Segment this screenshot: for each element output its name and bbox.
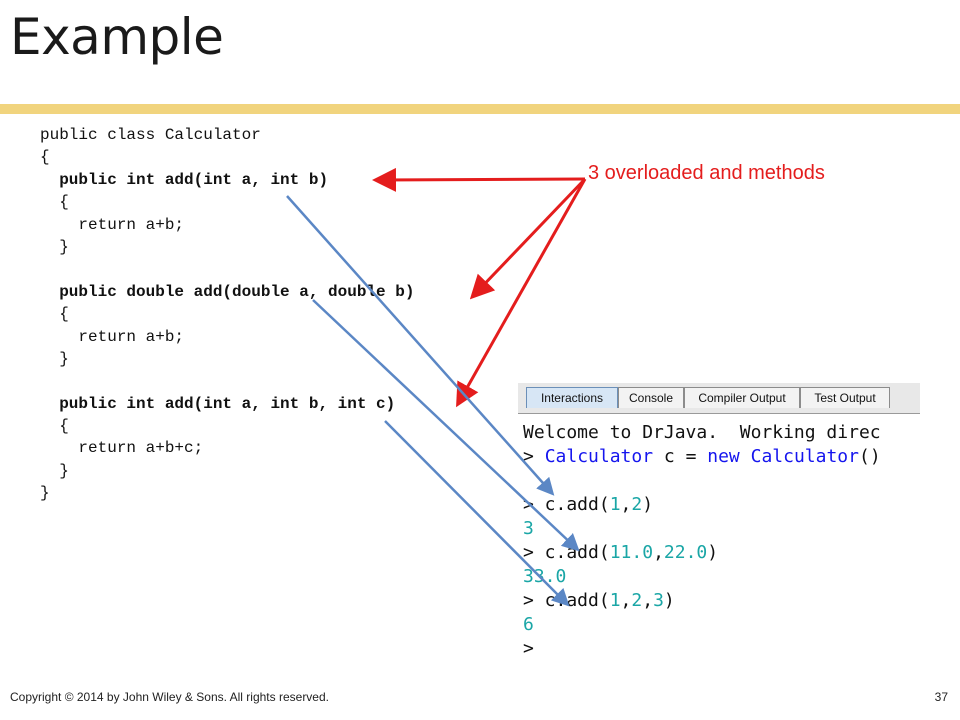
title-accent-bar <box>0 104 960 114</box>
console-token: > c.add( <box>523 494 610 515</box>
console-token: 1 <box>609 494 621 515</box>
code-line: } <box>40 349 69 368</box>
console-token: 2 <box>631 590 643 611</box>
console-output[interactable]: Welcome to DrJava. Working direc> Calcul… <box>523 421 881 661</box>
code-line <box>40 370 414 392</box>
console-line: > c.add(1,2) <box>523 493 881 517</box>
console-line: 6 <box>523 613 881 637</box>
code-line: } <box>40 461 69 480</box>
code-line: return a+b; <box>40 327 185 346</box>
code-listing: public class Calculator { public int add(… <box>40 124 414 505</box>
console-token: ) <box>642 494 654 515</box>
console-line: > c.add(1,2,3) <box>523 589 881 613</box>
code-line: { <box>40 193 69 212</box>
console-line: 3 <box>523 517 881 541</box>
red-arrow-to-method-3 <box>456 178 587 408</box>
code-line: public double add(double a, double b) <box>40 282 415 301</box>
code-line: return a+b; <box>40 215 185 234</box>
red-arrow-to-method-2 <box>469 177 587 300</box>
console-token: 33.0 <box>523 566 567 587</box>
copyright-notice: Copyright © 2014 by John Wiley & Sons. A… <box>10 690 329 704</box>
console-token: 3 <box>653 590 664 611</box>
console-token: 1 <box>609 590 621 611</box>
console-line: 33.0 <box>523 565 881 589</box>
console-line: Welcome to DrJava. Working direc <box>523 421 881 445</box>
console-token: , <box>642 590 654 611</box>
code-line: } <box>40 484 50 503</box>
console-token: 6 <box>523 614 534 635</box>
console-token: 2 <box>631 494 643 515</box>
drjava-interactions-pane: Interactions Console Compiler Output Tes… <box>518 383 920 663</box>
code-line: } <box>40 237 69 256</box>
code-line <box>40 258 414 280</box>
console-line <box>523 469 881 493</box>
console-token: > <box>523 446 545 467</box>
console-token: () <box>858 446 881 467</box>
tab-console[interactable]: Console <box>618 387 684 408</box>
code-line: public int add(int a, int b, int c) <box>40 394 396 413</box>
console-token: 11.0 <box>609 542 654 563</box>
slide-title: Example <box>10 8 224 66</box>
tab-interactions[interactable]: Interactions <box>526 387 618 408</box>
console-token: > c.add( <box>523 590 610 611</box>
code-line: { <box>40 305 69 324</box>
tab-test-output[interactable]: Test Output <box>800 387 890 408</box>
console-token: new <box>707 446 740 467</box>
console-token: ) <box>663 590 675 611</box>
console-token: c = <box>653 446 708 467</box>
console-token: Calculator <box>750 446 859 467</box>
console-token: Welcome to DrJava. Working direc <box>523 422 881 443</box>
code-line: { <box>40 148 50 167</box>
code-line: public class Calculator <box>40 126 261 144</box>
console-token: > c.add( <box>523 542 610 563</box>
console-token: , <box>620 590 632 611</box>
console-tab-strip: Interactions Console Compiler Output Tes… <box>518 383 920 414</box>
console-token: , <box>653 542 664 563</box>
console-token: 3 <box>523 518 534 539</box>
tab-compiler-output[interactable]: Compiler Output <box>684 387 800 408</box>
page-number: 37 <box>934 690 948 704</box>
console-token: , <box>620 494 632 515</box>
console-token: > <box>523 638 534 659</box>
console-token: Calculator <box>544 446 654 467</box>
code-line: public int add(int a, int b) <box>40 170 329 189</box>
console-line: > Calculator c = new Calculator() <box>523 445 881 469</box>
code-line: { <box>40 417 69 436</box>
console-line: > <box>523 637 881 661</box>
console-token: ) <box>707 542 719 563</box>
console-token <box>740 446 751 467</box>
console-line: > c.add(11.0,22.0) <box>523 541 881 565</box>
overload-annotation: 3 overloaded and methods <box>588 162 825 184</box>
code-line: return a+b+c; <box>40 439 204 458</box>
console-token: 22.0 <box>663 542 708 563</box>
